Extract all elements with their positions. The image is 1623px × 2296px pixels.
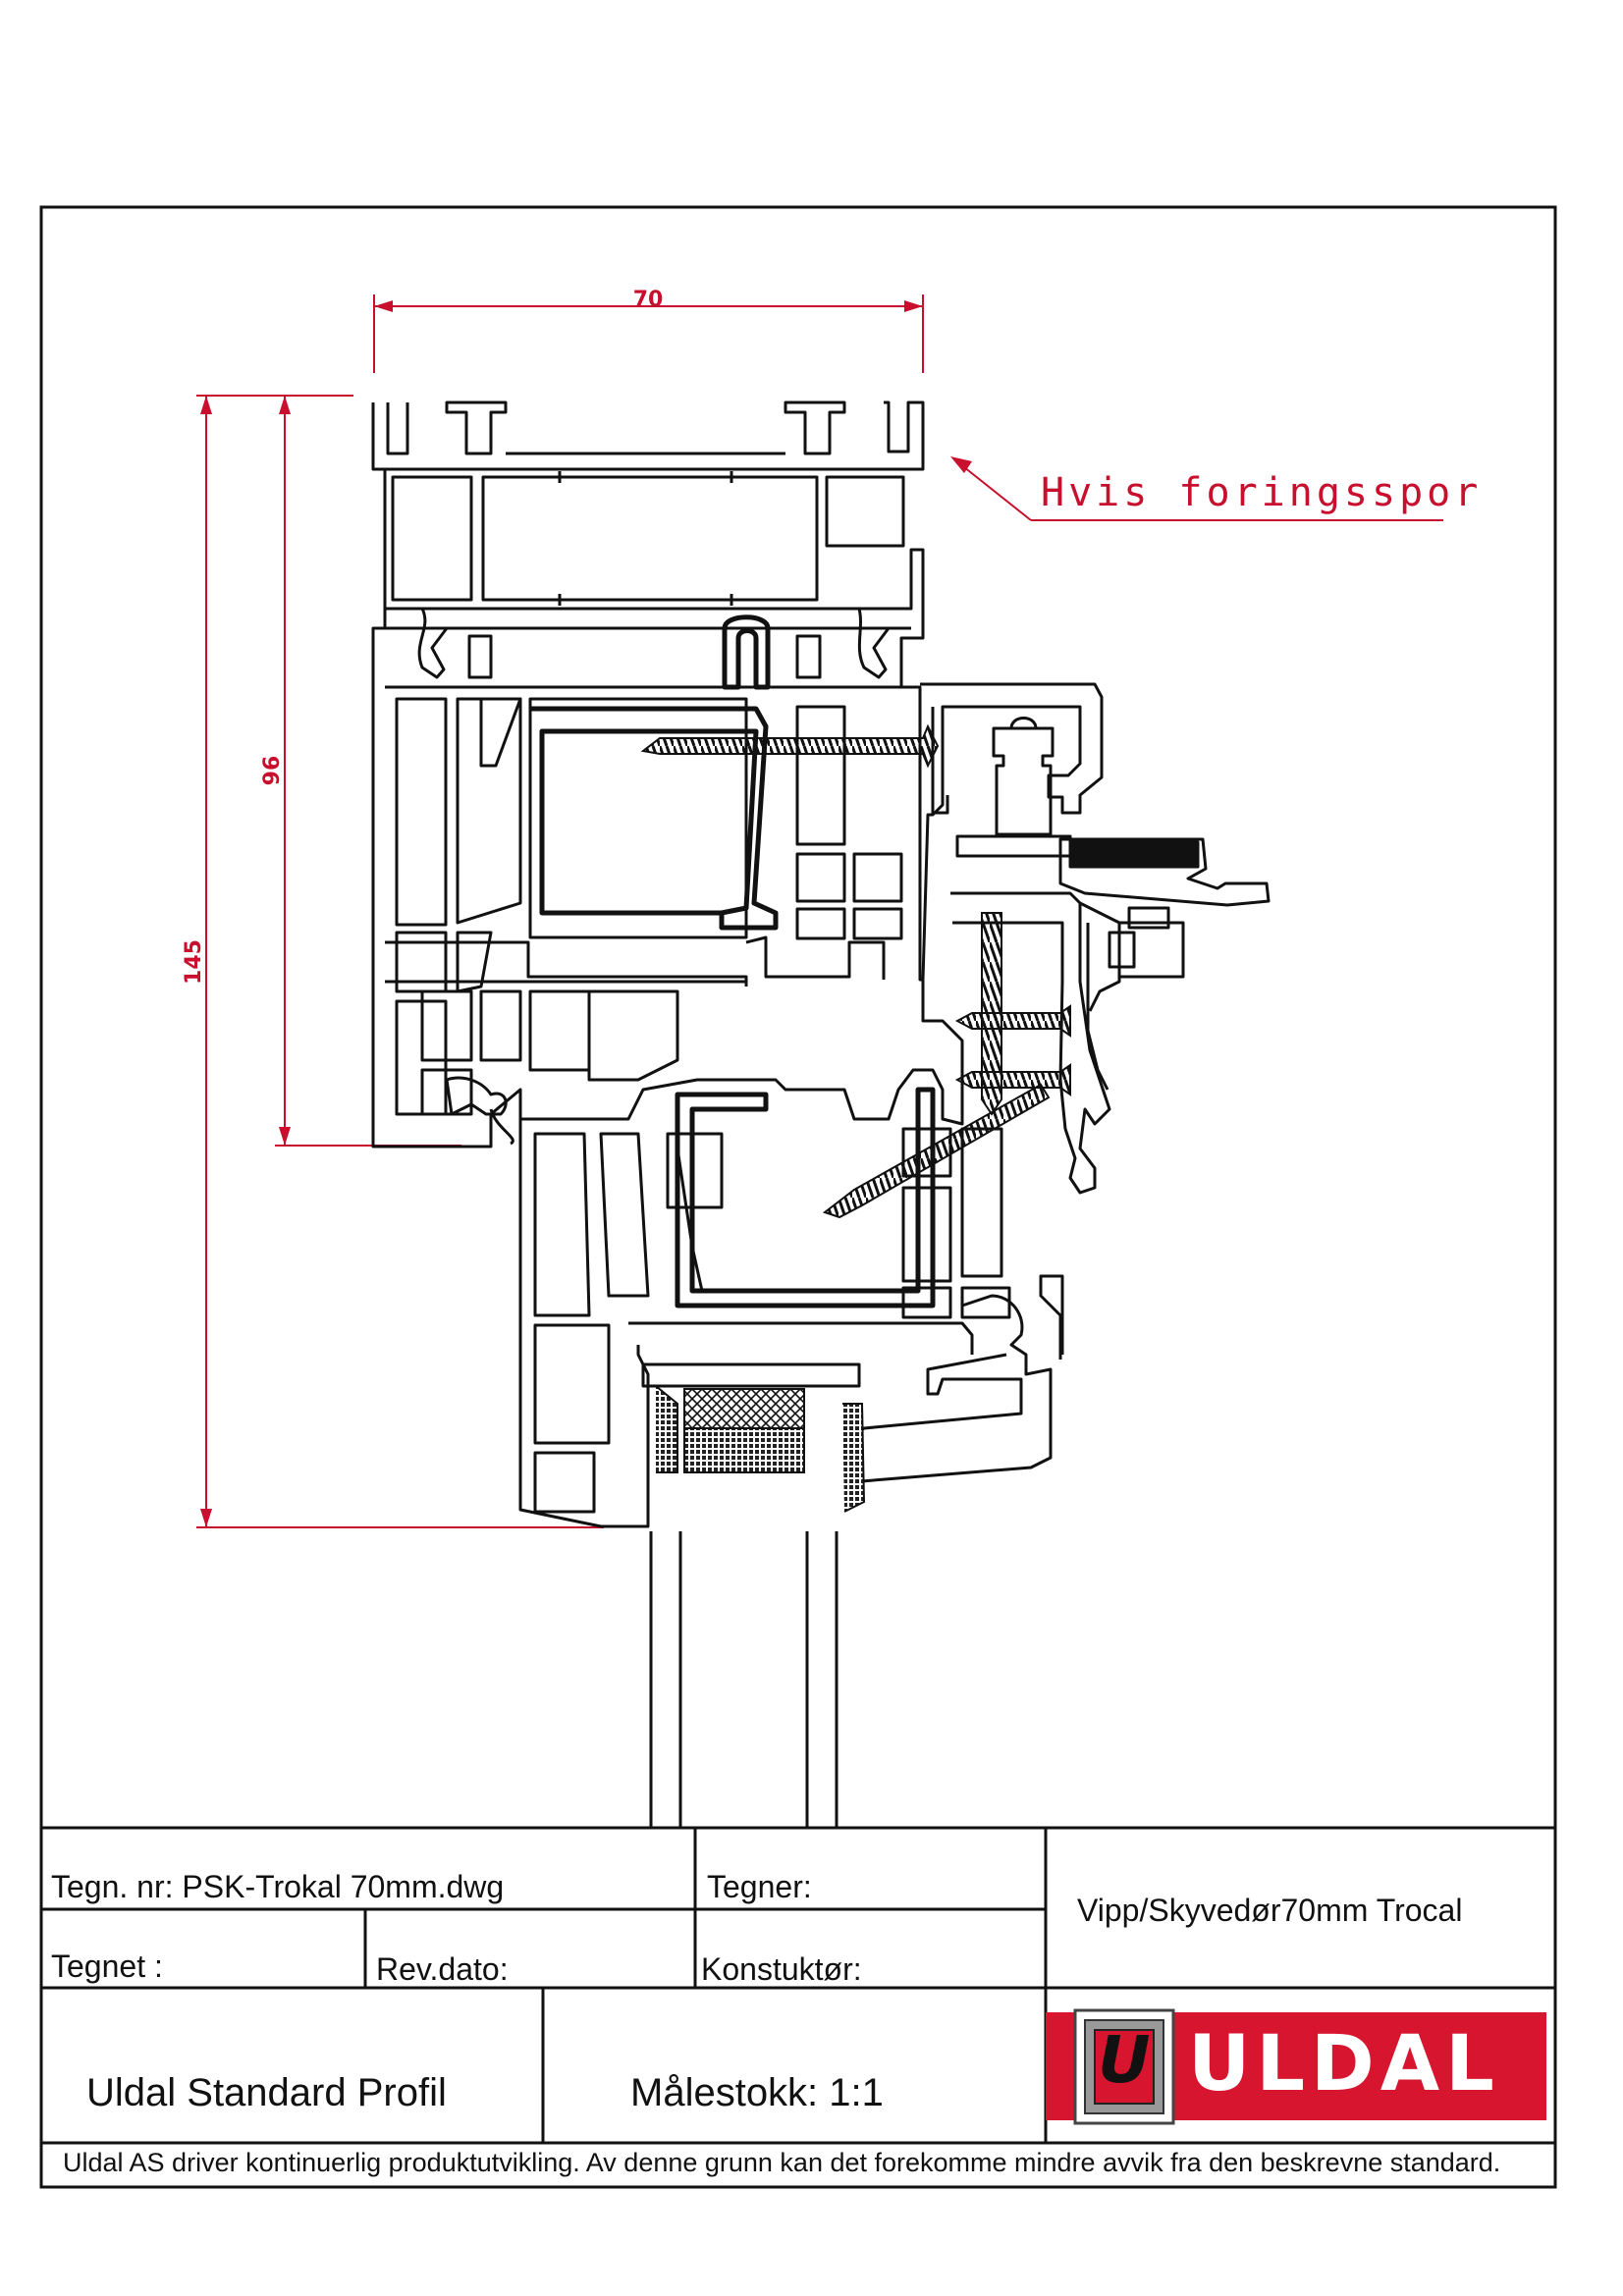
- constructor: Konstuktør:: [701, 1951, 862, 1987]
- logo-badge-letter: U: [1098, 2022, 1157, 2098]
- dimension-lines: [196, 294, 924, 1528]
- dimension-height-total-label: 145: [182, 939, 206, 985]
- scale: Målestokk: 1:1: [630, 2071, 884, 2114]
- revision-date: Rev.dato:: [376, 1951, 509, 1987]
- uldal-logo: [1046, 2008, 1546, 2125]
- disclaimer: Uldal AS driver kontinuerlig produktutvi…: [63, 2148, 1501, 2177]
- annotation-arrow: [950, 456, 1443, 521]
- logo-wordmark: ULDAL: [1188, 2020, 1500, 2109]
- annotation-note: Hvis foringsspor: [1041, 470, 1482, 515]
- product-name: Vipp/Skyvedør70mm Trocal: [1077, 1893, 1463, 1928]
- drawing-number: Tegn. nr: PSK-Trokal 70mm.dwg: [51, 1869, 505, 1904]
- drawn-by: Tegner:: [707, 1869, 812, 1904]
- dimension-height-frame-label: 96: [260, 756, 285, 786]
- screw-horizontal-2: [954, 1063, 1071, 1096]
- spacer-block: [655, 1385, 866, 1513]
- screw-top: [640, 723, 940, 769]
- screw-diagonal: [822, 1083, 1051, 1219]
- screw-horizontal-1: [954, 1004, 1071, 1038]
- title-block-grid: [41, 1826, 1555, 2145]
- drawn-date: Tegnet :: [51, 1949, 163, 1984]
- profile-name: Uldal Standard Profil: [86, 2071, 447, 2114]
- dimension-width-label: 70: [633, 288, 664, 312]
- profile-section: [371, 400, 1271, 1828]
- sheet-border: [39, 205, 1557, 2189]
